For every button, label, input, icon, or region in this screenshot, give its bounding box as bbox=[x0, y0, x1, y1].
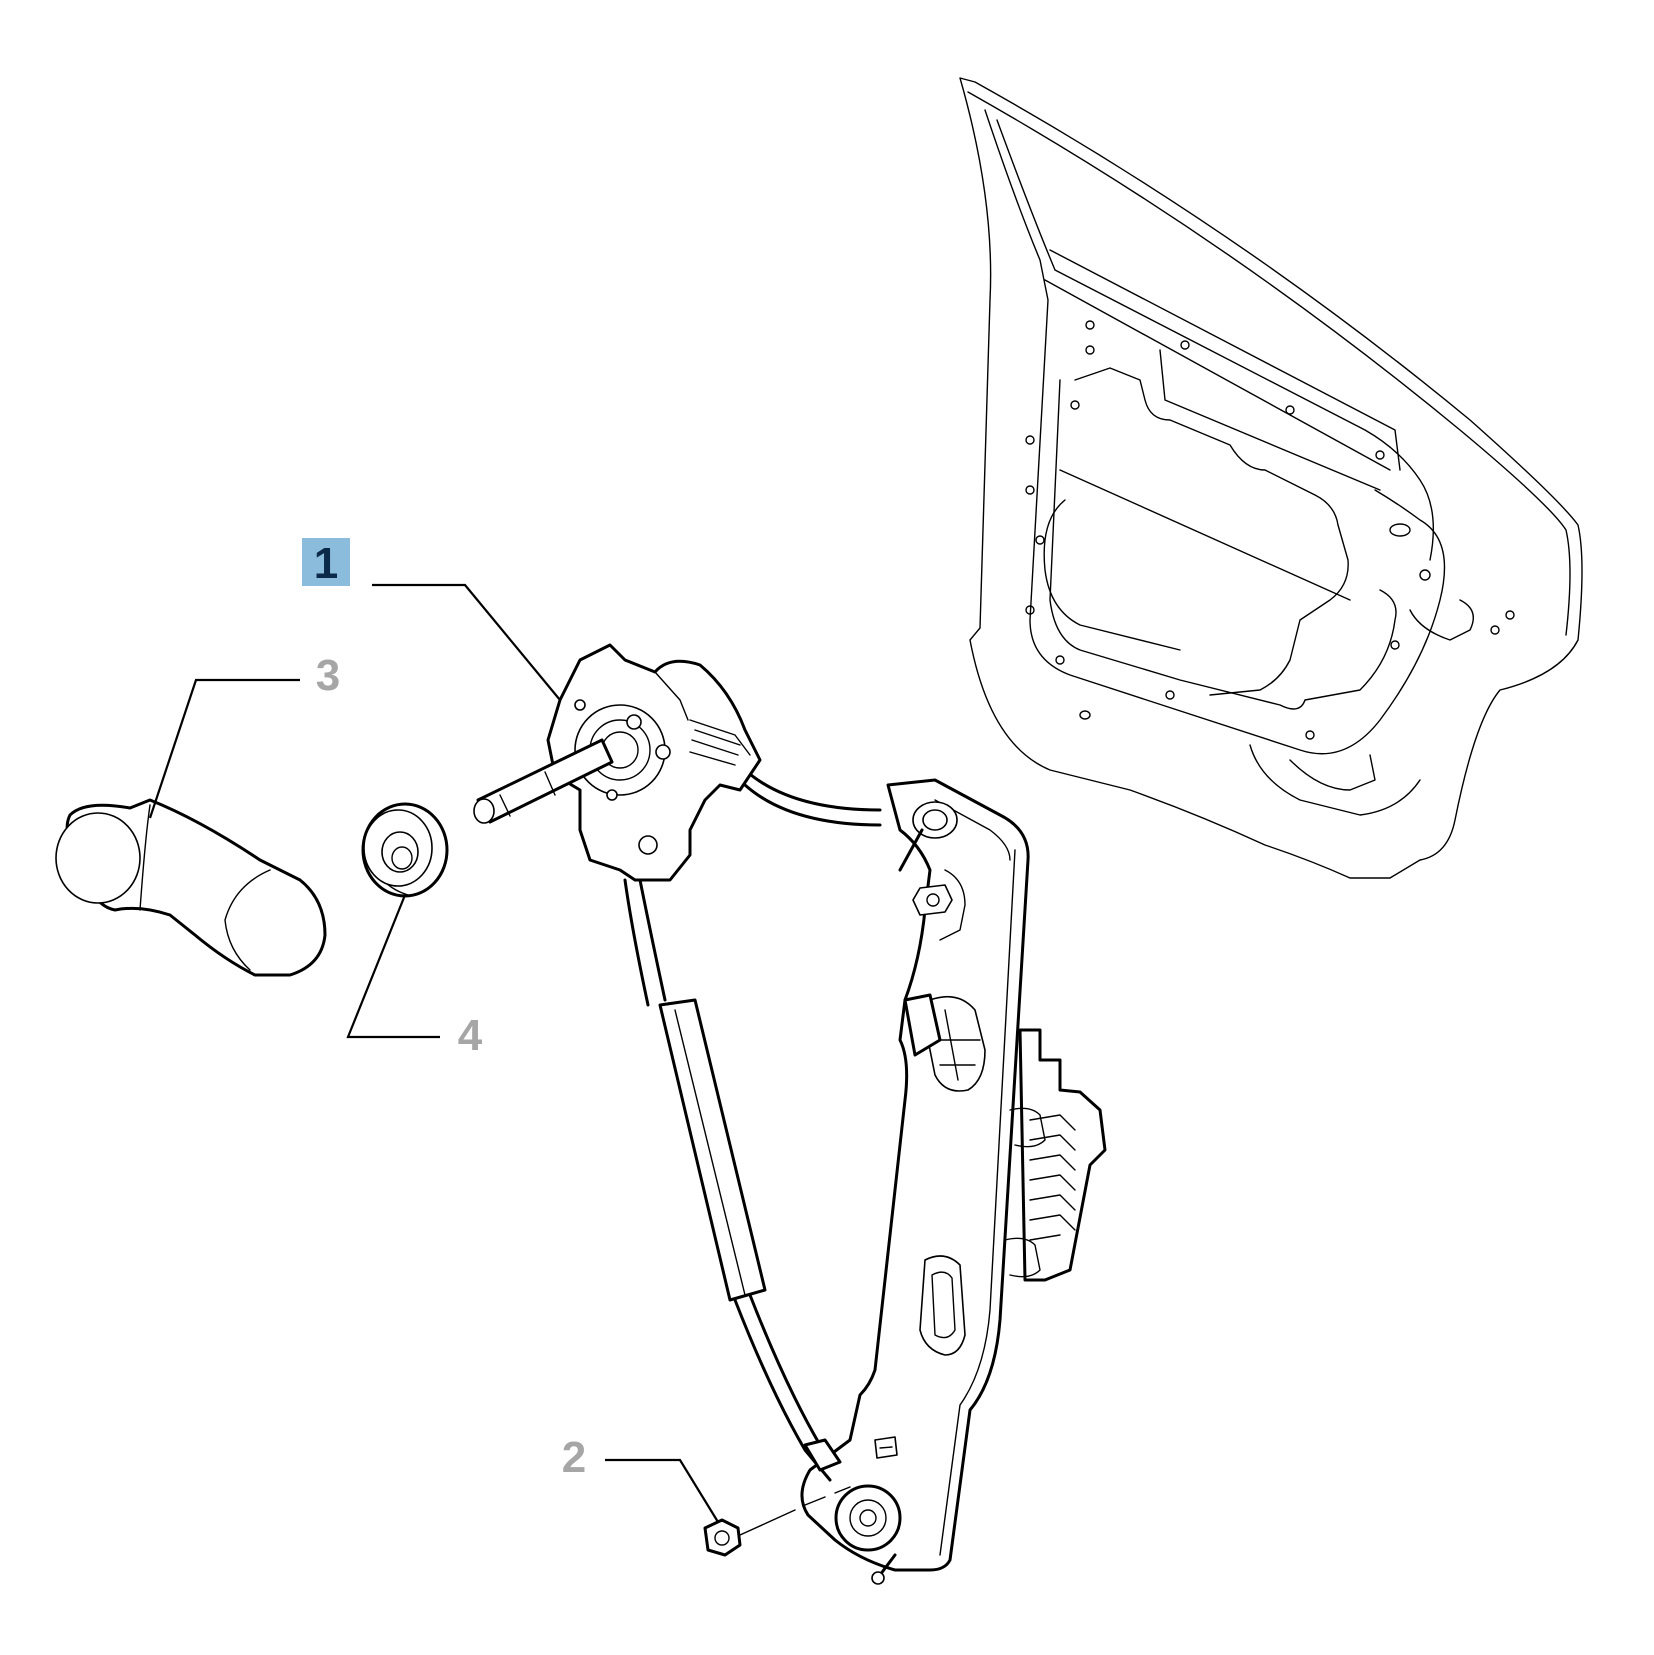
callouts: 1 3 4 2 bbox=[302, 538, 586, 1482]
door-frame-illustration bbox=[959, 77, 1583, 879]
callout-1-highlight bbox=[302, 538, 350, 586]
leader-1 bbox=[372, 583, 561, 701]
leader-3 bbox=[148, 678, 300, 819]
leader-2 bbox=[605, 1458, 719, 1523]
callout-2-label[interactable]: 2 bbox=[562, 1433, 586, 1482]
leader-4 bbox=[346, 894, 440, 1039]
nut-illustration bbox=[703, 1486, 851, 1557]
window-crank-handle-illustration bbox=[55, 798, 327, 977]
callout-3-label[interactable]: 3 bbox=[316, 651, 340, 700]
callout-4-label[interactable]: 4 bbox=[458, 1011, 483, 1060]
window-regulator-illustration bbox=[473, 643, 1107, 1585]
callout-1-label[interactable]: 1 bbox=[314, 539, 338, 588]
bezel-washer-illustration bbox=[361, 802, 449, 898]
leader-lines bbox=[148, 583, 719, 1523]
